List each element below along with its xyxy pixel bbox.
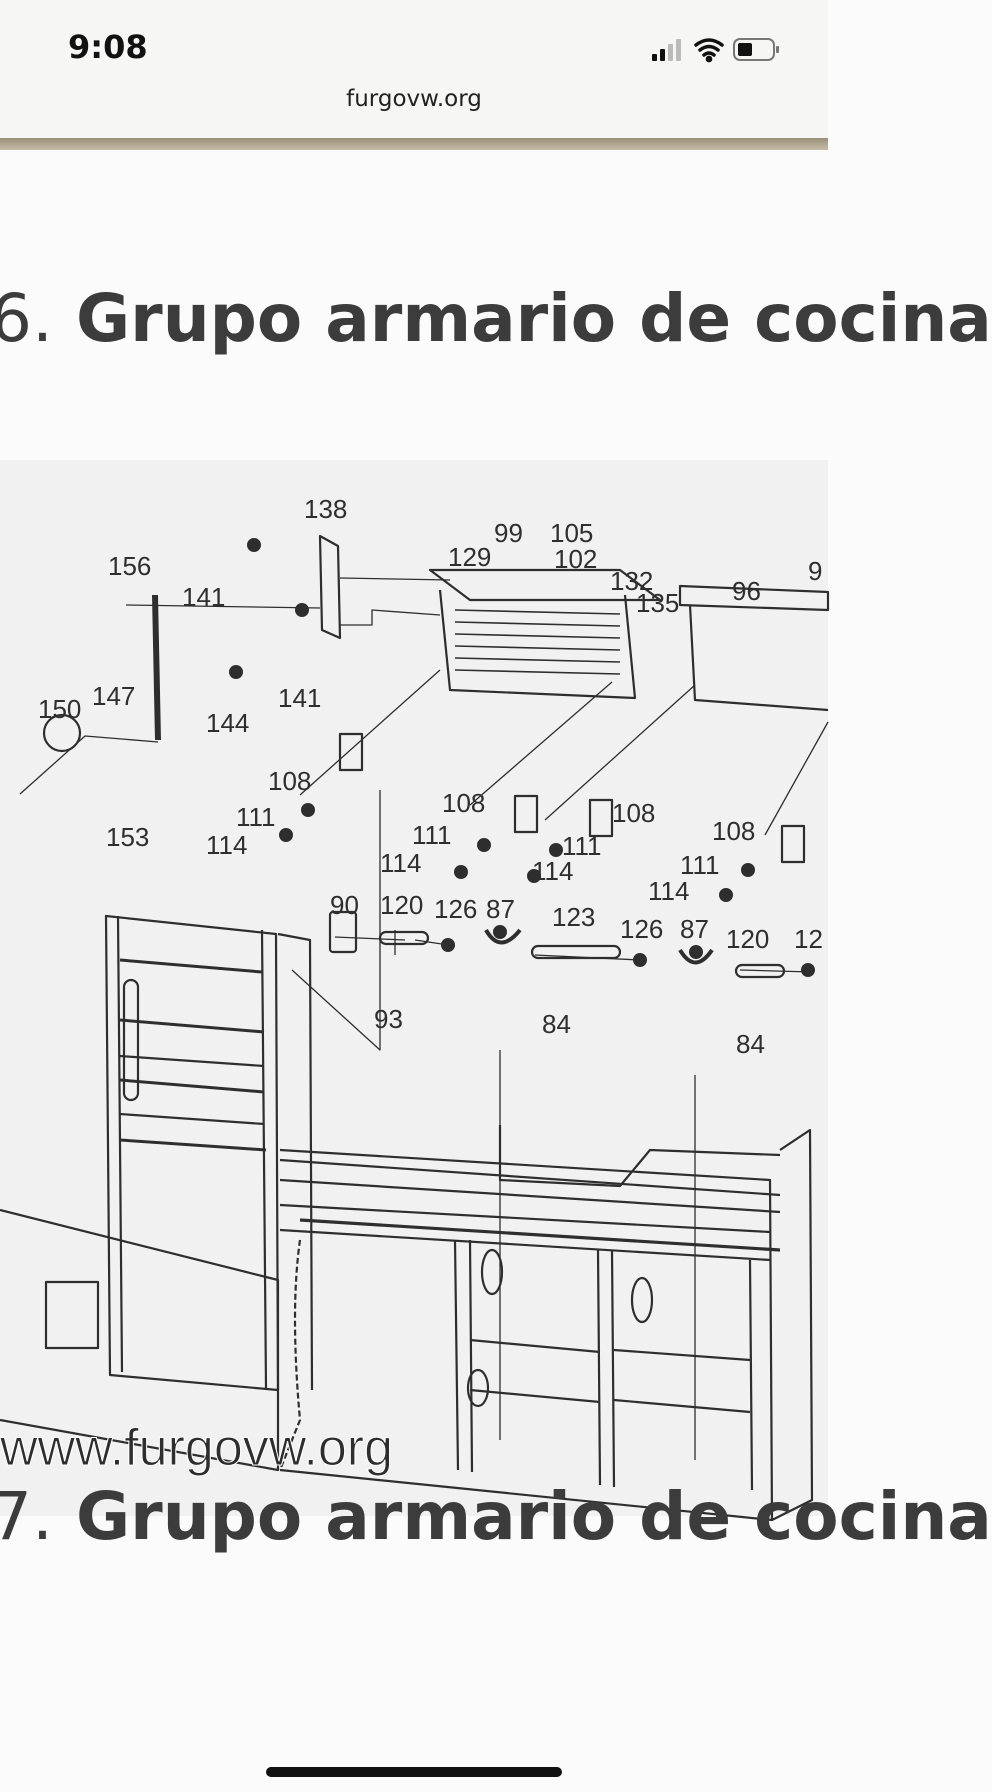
part-label: 114 (206, 830, 247, 860)
gas-strut-147 (152, 594, 161, 741)
part-label: 153 (106, 822, 149, 852)
bolt-icon (454, 865, 468, 879)
part-label: 9 (808, 556, 822, 586)
bolt-icon (801, 963, 815, 977)
watermark: www.furgovw.org (0, 1419, 393, 1477)
bolt-icon (279, 828, 293, 842)
bolt-icon (719, 888, 733, 902)
wifi-icon (694, 38, 724, 63)
part-label: 141 (182, 582, 225, 612)
part-label: 156 (108, 551, 151, 581)
part-label: 108 (442, 788, 485, 818)
part-label: 129 (448, 542, 491, 572)
hinge-90 (328, 910, 358, 954)
bolt-icon (741, 863, 755, 877)
part-label: 111 (562, 831, 602, 861)
lid-129 (428, 568, 662, 602)
part-label: 144 (206, 708, 249, 738)
bolt-icon (689, 945, 703, 959)
bolt-icon (229, 665, 243, 679)
counter-body (279, 1148, 774, 1522)
clock: 9:08 (68, 28, 148, 66)
status-bar: 9:08 furgovw.org (0, 0, 828, 138)
part-label: 141 (278, 683, 321, 713)
part-label: 99 (494, 518, 523, 548)
bolt-icon (301, 803, 315, 817)
part-label: 111 (412, 820, 452, 850)
tube-123 (530, 944, 622, 960)
part-label: 84 (736, 1029, 765, 1059)
part-label: 114 (380, 848, 421, 878)
part-label: 150 (38, 694, 81, 724)
bolt-icon (441, 938, 455, 952)
battery-icon (733, 38, 779, 61)
part-label: 96 (732, 576, 761, 606)
part-label: 120 (380, 890, 423, 920)
part-label: 135 (636, 588, 679, 618)
part-label: 120 (726, 924, 769, 954)
part-label: 114 (532, 856, 573, 886)
part-label: 108 (612, 798, 655, 828)
toolbar-divider (0, 138, 828, 150)
part-label: 126 (434, 894, 477, 924)
part-label: 12 (794, 924, 823, 954)
bracket-108 (338, 732, 364, 772)
section-title-text: Grupo armario de cocina (75, 1478, 992, 1555)
part-label: 123 (552, 902, 595, 932)
clamp-84 (484, 928, 522, 945)
shelf-unit-frame (104, 914, 280, 1392)
section-title-6: 6. Grupo armario de cocina (0, 280, 992, 357)
tube-120b (734, 963, 786, 979)
bolt-icon (633, 953, 647, 967)
cellular-signal-icon (652, 39, 681, 61)
part-label: 93 (374, 1004, 403, 1034)
section-title-text: Grupo armario de cocina (75, 280, 992, 357)
bracket-108b (513, 794, 539, 834)
part-label: 108 (712, 816, 755, 846)
part-label: 132 (610, 566, 653, 596)
home-indicator[interactable] (266, 1767, 562, 1777)
panel-opening (44, 1280, 100, 1350)
status-icons (652, 38, 779, 63)
clamp-84b (678, 948, 714, 965)
section-title-7: 7. Grupo armario de cocina (0, 1478, 992, 1555)
bolt-icon (247, 538, 261, 552)
section-number: 7. (0, 1478, 53, 1555)
bracket-108d (780, 824, 806, 864)
section-number: 6. (0, 280, 53, 357)
part-label: 102 (554, 544, 597, 574)
part-label: 114 (648, 876, 689, 906)
left-side-panel (0, 1208, 280, 1472)
part-label: 111 (680, 850, 720, 880)
part-label: 138 (304, 494, 347, 524)
tube-120 (378, 930, 430, 946)
part-label: 84 (542, 1009, 571, 1039)
url-bar[interactable]: furgovw.org (346, 86, 482, 112)
bracket-150 (42, 713, 82, 753)
part-label: 126 (620, 914, 663, 944)
bolt-icon (493, 925, 507, 939)
hinge-138 (318, 534, 342, 640)
part-label: 90 (330, 890, 359, 920)
part-label: 111 (236, 802, 276, 832)
part-label: 87 (680, 914, 709, 944)
part-label: 105 (550, 518, 593, 548)
bracket-108c (588, 798, 614, 838)
bolt-icon (527, 869, 541, 883)
bolt-icon (477, 838, 491, 852)
part-label: 147 (92, 681, 135, 711)
bolt-icon (295, 603, 309, 617)
part-label: 87 (486, 894, 515, 924)
part-label: 108 (268, 766, 311, 796)
shelf-96 (678, 584, 830, 612)
bolt-icon (549, 843, 563, 857)
